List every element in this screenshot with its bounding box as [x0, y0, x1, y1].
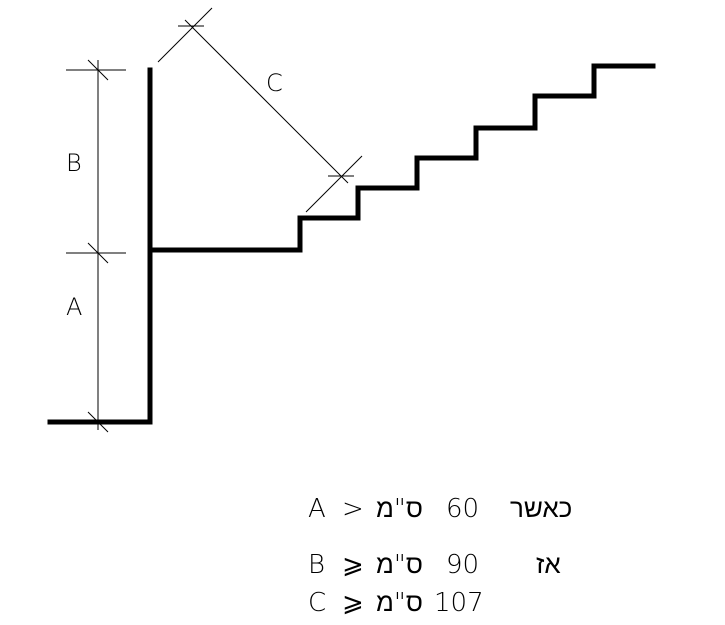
rule-variable: B [308, 550, 325, 580]
extension-line-c-bottom [305, 155, 363, 213]
rule-unit: ס"מ [376, 494, 423, 524]
rule-operator: ⩾ [342, 550, 364, 580]
rule-unit: ס"מ [376, 550, 423, 580]
tick-mid [87, 242, 109, 264]
rule-value: 90 [446, 550, 479, 580]
rule-unit: ס"מ [376, 588, 423, 618]
rule-value: 60 [446, 494, 479, 524]
label-a: A [66, 293, 82, 321]
ground-line [47, 67, 153, 425]
rule-operator: > [342, 494, 364, 524]
rule-row-1: A > ס"מ 60 כאשר [308, 494, 572, 524]
rule-row-3: C ⩾ ס"מ 107 [308, 588, 484, 618]
tick-bottom [87, 411, 109, 433]
rule-variable: C [308, 588, 326, 618]
rule-value: 107 [434, 588, 484, 618]
rule-condition: אז [536, 550, 561, 580]
rule-row-2: B ⩾ ס"מ 90 אז [308, 550, 561, 580]
label-c: C [266, 69, 283, 97]
stair-profile [147, 63, 656, 253]
rule-variable: A [308, 494, 326, 524]
dimension-line-diagonal [184, 19, 349, 184]
tick-top [87, 59, 109, 81]
rule-operator: ⩾ [342, 588, 364, 618]
label-b: B [66, 149, 82, 177]
extension-line-c-top [157, 7, 213, 63]
rule-condition: כאשר [510, 494, 572, 524]
